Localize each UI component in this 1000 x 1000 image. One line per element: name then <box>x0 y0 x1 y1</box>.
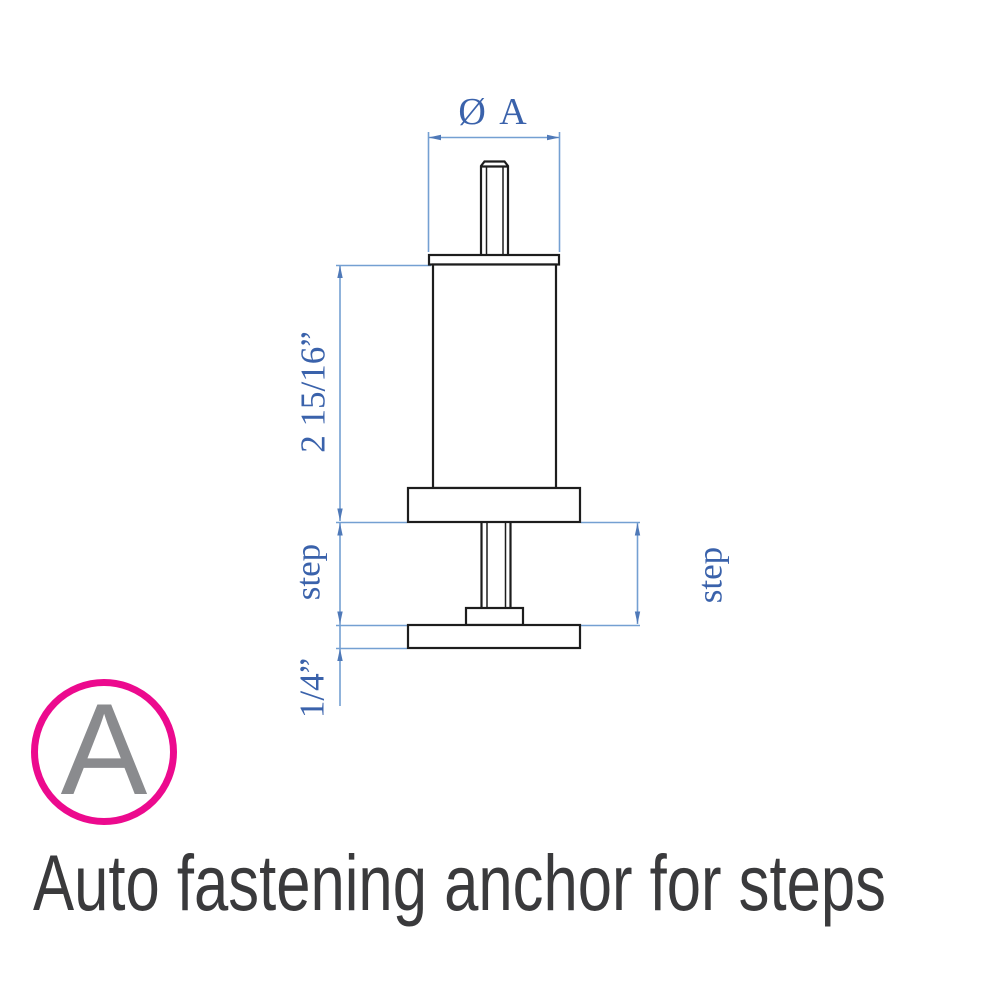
top-stud <box>479 160 510 258</box>
variant-a-badge: A <box>31 679 177 825</box>
quarter-dimension-label: 1/4” <box>292 657 332 719</box>
anchor-outline <box>406 160 582 650</box>
step-left-dimension <box>336 521 407 624</box>
step-right-dimension-label: step <box>690 546 730 604</box>
step-left-dimension-label: step <box>288 543 328 601</box>
step-right-dimension <box>581 521 641 627</box>
cap-plate <box>427 253 561 266</box>
height-dimension <box>336 264 431 521</box>
diameter-dimension-label: Ø A <box>458 91 530 133</box>
diameter-dimension <box>427 132 561 252</box>
product-title: Auto fastening anchor for steps <box>33 838 886 927</box>
upper-flange <box>406 486 582 524</box>
clamp-block <box>464 606 525 627</box>
dimension-lines <box>336 132 641 706</box>
lower-rod <box>480 522 512 610</box>
height-dimension-label: 2 15/16” <box>293 331 333 453</box>
cylinder-body <box>431 263 558 490</box>
quarter-dimension <box>336 624 407 706</box>
badge-letter: A <box>60 676 148 822</box>
base-plate <box>406 623 582 650</box>
